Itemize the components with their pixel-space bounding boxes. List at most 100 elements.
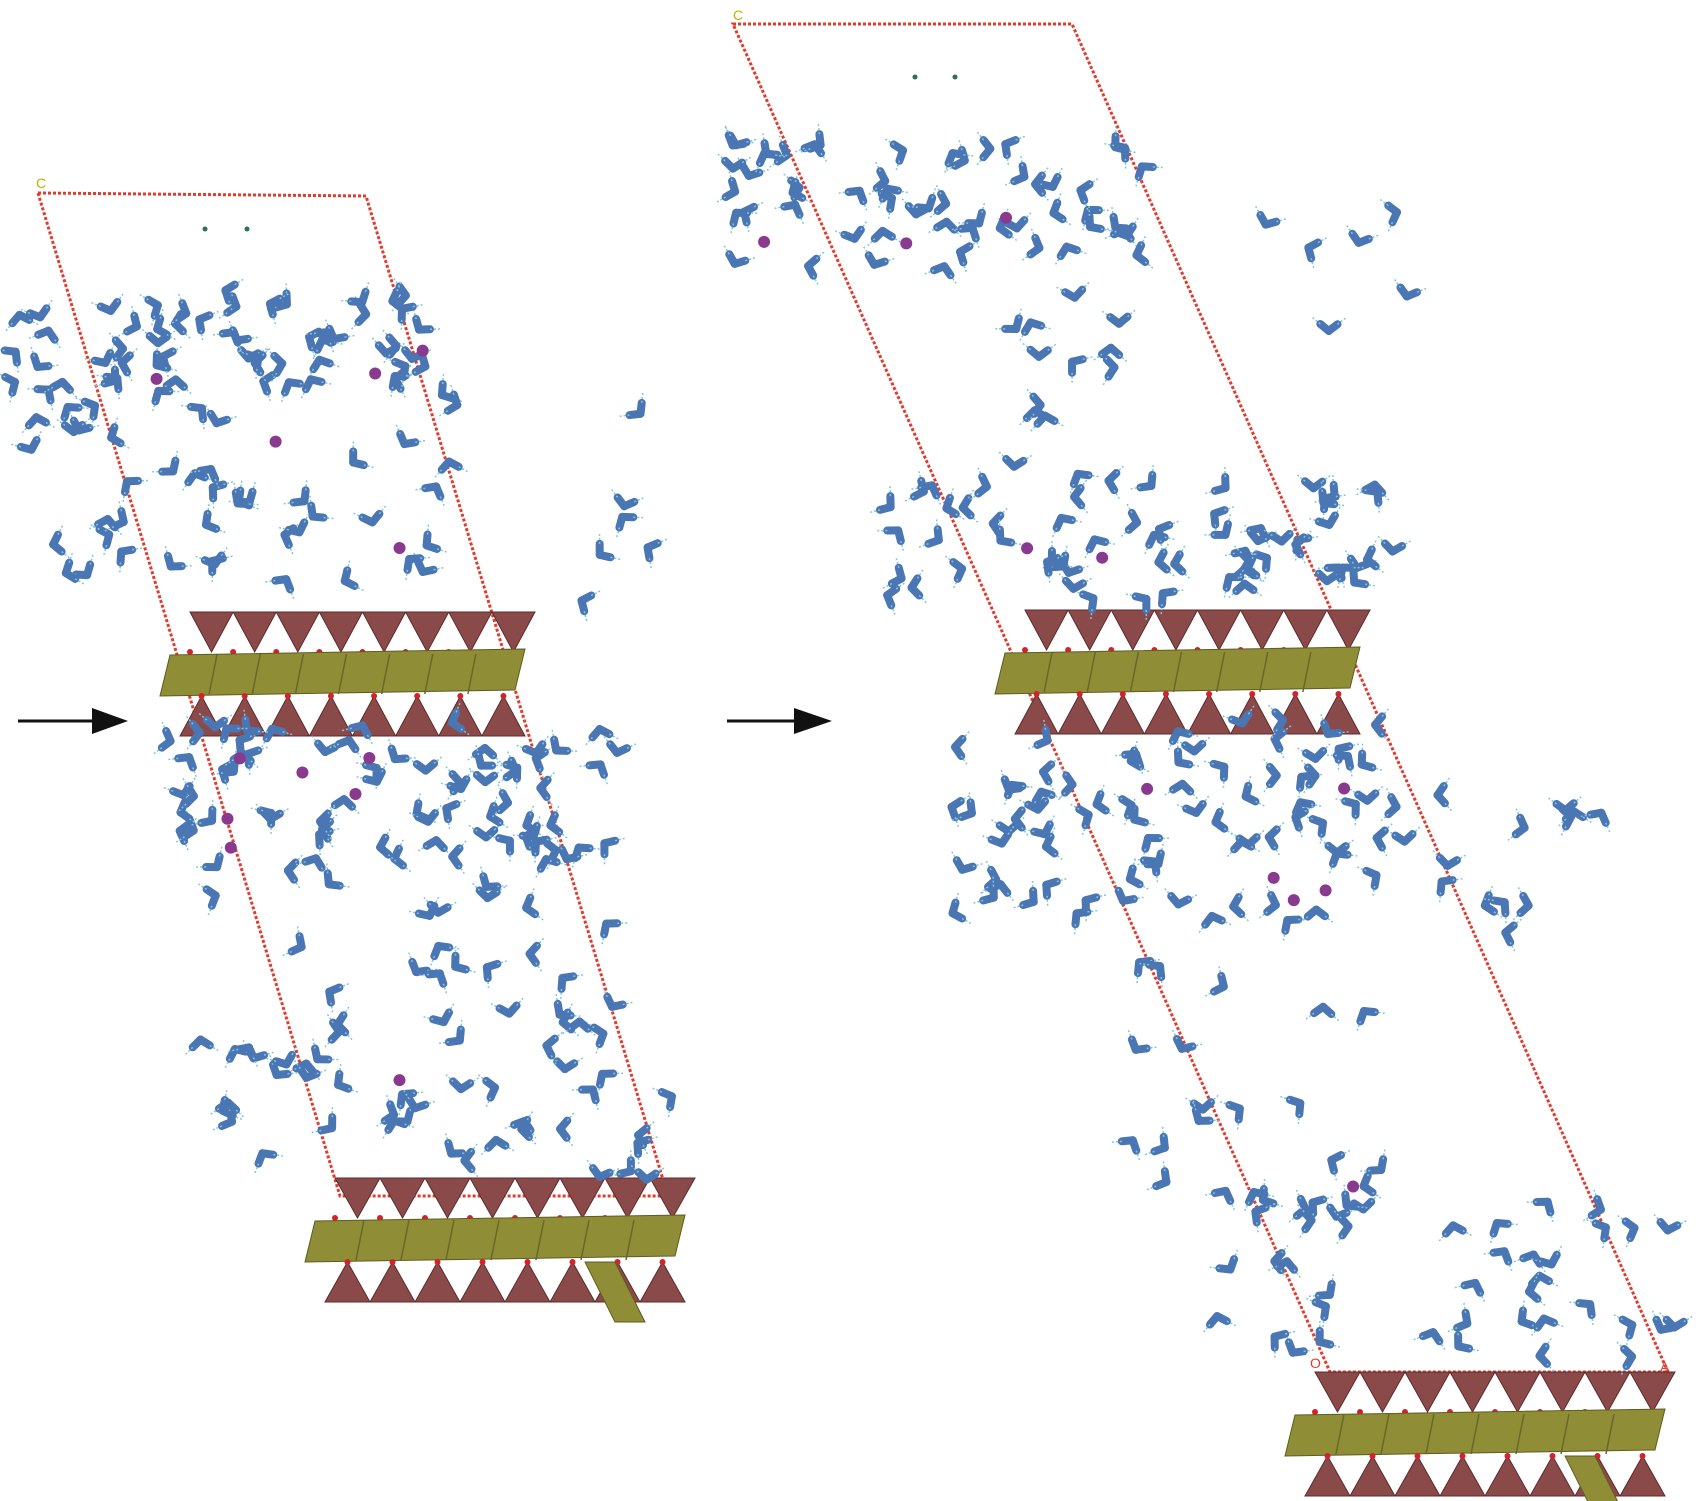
- water-molecule: [1176, 795, 1210, 817]
- water-molecule: [982, 825, 1015, 848]
- water-molecule: [1284, 1332, 1314, 1357]
- water-molecule: [1144, 530, 1175, 555]
- water-molecule: [1306, 1297, 1330, 1328]
- water-molecule: [1013, 880, 1038, 909]
- water-molecule: [104, 501, 128, 532]
- tetrahedron: [639, 1260, 686, 1303]
- water-molecule: [600, 919, 628, 945]
- water-molecule: [333, 1006, 353, 1041]
- water-molecule: [1039, 757, 1059, 791]
- water-molecule: [1432, 850, 1466, 870]
- water-molecule: [1164, 887, 1198, 909]
- water-molecule: [1616, 1341, 1637, 1375]
- water-molecule: [1049, 193, 1072, 226]
- tetrahedron: [1629, 1371, 1676, 1414]
- oxygen-atom: [1369, 1453, 1376, 1459]
- water-molecule: [577, 590, 601, 622]
- oxygen-atom: [659, 1259, 666, 1265]
- water-molecule: [1438, 1221, 1472, 1242]
- water-molecule: [556, 840, 588, 864]
- water-molecule: [422, 524, 447, 553]
- octahedral-tail: [584, 1261, 646, 1323]
- cation-atom: [1347, 1180, 1360, 1193]
- water-molecule: [265, 293, 289, 325]
- water-molecule: [444, 1133, 473, 1158]
- water-molecule: [1341, 1184, 1368, 1211]
- water-molecule: [423, 896, 457, 917]
- tetrahedron: [1404, 1371, 1451, 1414]
- water-molecule: [1056, 281, 1090, 302]
- oxygen-atom: [1414, 1453, 1421, 1459]
- water-molecule: [1291, 530, 1312, 564]
- water-molecule: [417, 836, 452, 856]
- water-molecule: [90, 524, 114, 555]
- water-molecule: [1291, 805, 1314, 838]
- water-molecule: [307, 355, 340, 378]
- water-molecule: [1379, 198, 1401, 232]
- water-molecule: [1240, 524, 1271, 548]
- octahedron-edge: [1302, 651, 1312, 693]
- oxygen-atom: [479, 1259, 486, 1265]
- octahedron-edge: [1086, 651, 1096, 693]
- water-molecule: [1320, 492, 1346, 520]
- water-molecule: [1251, 1203, 1276, 1233]
- tetrahedron: [369, 1260, 416, 1303]
- octahedron-edge: [355, 1219, 365, 1261]
- cation-atom: [349, 788, 362, 801]
- water-molecule: [28, 326, 61, 349]
- water-molecule: [1501, 918, 1522, 952]
- water-molecule: [403, 554, 431, 580]
- water-molecule: [208, 480, 234, 509]
- octahedron-edge: [1425, 1413, 1435, 1455]
- water-molecule: [883, 582, 905, 615]
- water-molecule: [1454, 1278, 1486, 1302]
- water-molecule: [1363, 540, 1384, 574]
- water-molecule: [1134, 856, 1161, 883]
- water-molecule: [740, 201, 764, 233]
- oxygen-atom: [1033, 691, 1040, 697]
- cation-atom: [416, 344, 429, 357]
- oxygen-atom: [1312, 1409, 1318, 1415]
- water-molecule: [1205, 467, 1230, 495]
- tetrahedron: [514, 1177, 561, 1220]
- water-molecule: [1297, 743, 1331, 763]
- water-molecule: [261, 724, 293, 748]
- water-molecule: [1042, 877, 1067, 906]
- water-molecule: [944, 555, 967, 589]
- water-molecule: [231, 482, 259, 509]
- water-molecule: [924, 262, 957, 284]
- water-molecule: [1204, 514, 1232, 539]
- water-molecule: [49, 525, 70, 559]
- water-molecule: [1069, 469, 1099, 494]
- water-molecule: [1185, 1094, 1219, 1114]
- water-molecule: [603, 736, 637, 757]
- water-molecule: [474, 745, 503, 770]
- oxygen-atom: [332, 1215, 338, 1221]
- water-molecule: [439, 384, 462, 417]
- water-molecule: [951, 223, 980, 249]
- water-molecule: [1022, 342, 1057, 361]
- octahedron-edge: [1380, 1413, 1390, 1455]
- water-molecule: [307, 495, 334, 522]
- cell-label-c: C: [733, 7, 743, 23]
- water-molecule: [1300, 759, 1320, 794]
- water-molecule: [1617, 1214, 1639, 1248]
- water-molecule: [1586, 1219, 1610, 1249]
- water-molecule: [479, 866, 508, 891]
- cation-atom: [1338, 782, 1351, 795]
- water-molecule: [1019, 793, 1053, 814]
- water-molecule: [1512, 886, 1533, 921]
- water-molecule: [1170, 545, 1191, 579]
- water-molecule: [995, 519, 1022, 547]
- water-molecule: [265, 575, 295, 599]
- water-molecule: [445, 1073, 479, 1094]
- tetrahedron: [318, 611, 364, 654]
- water-molecule: [863, 246, 895, 269]
- water-molecule: [1081, 893, 1107, 922]
- water-molecule: [21, 413, 55, 434]
- water-molecule: [1659, 1312, 1693, 1332]
- tetrahedron: [1304, 1454, 1351, 1497]
- octahedron-edge: [1335, 1413, 1345, 1455]
- tetrahedron: [379, 1177, 426, 1220]
